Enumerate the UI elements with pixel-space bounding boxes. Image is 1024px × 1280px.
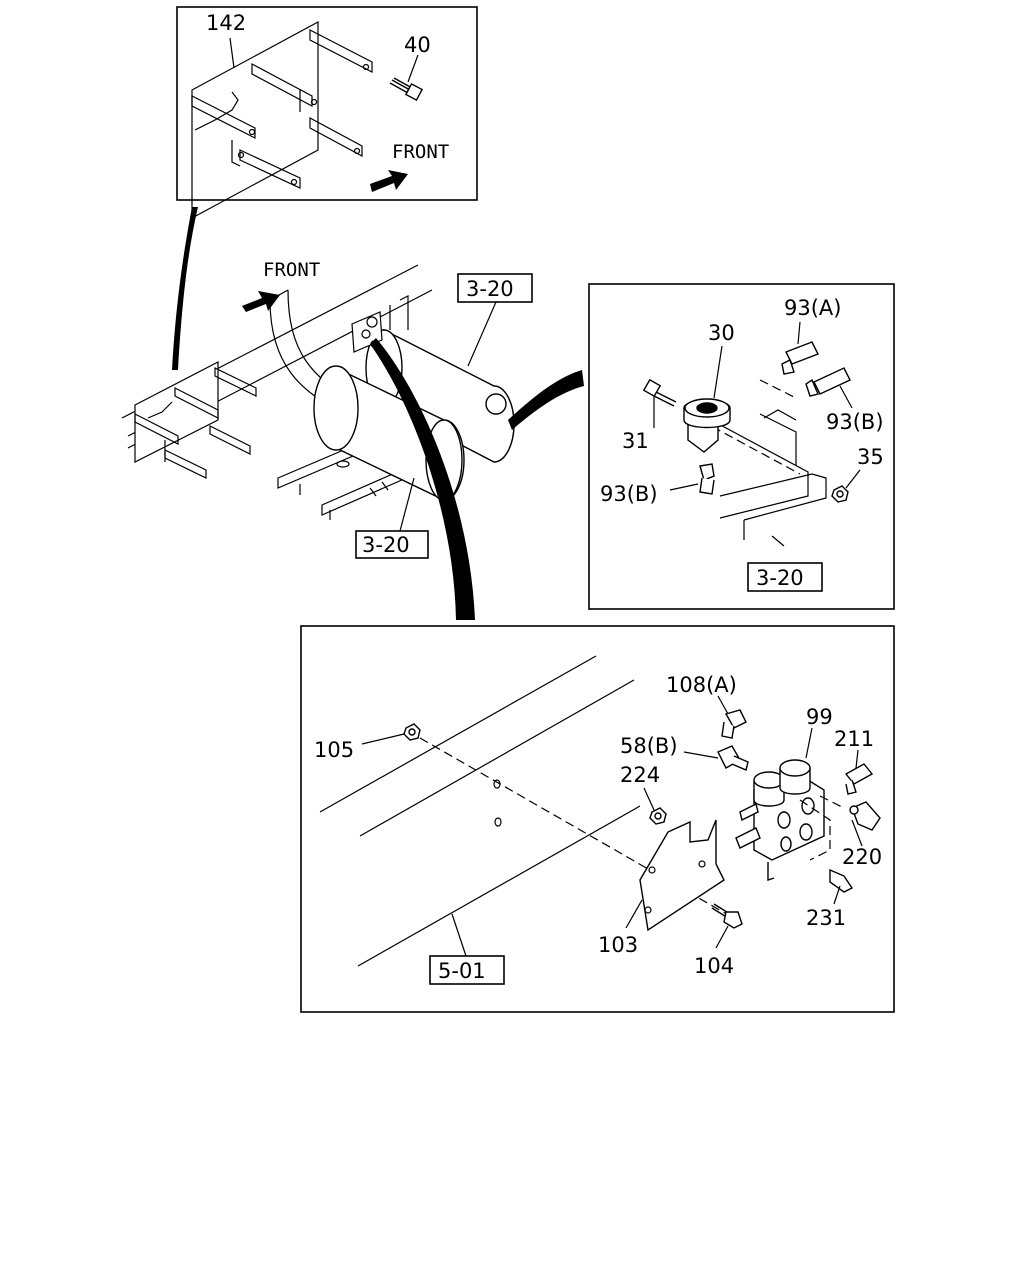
ref-box-right <box>747 562 823 592</box>
inset-bottom-valve: 108(A) 99 211 105 58(B) 224 220 231 103 … <box>300 625 895 1013</box>
callout-curve-bottom <box>370 338 475 620</box>
nut-224 <box>649 807 667 825</box>
fitting-93b-right <box>805 367 851 397</box>
leader-ref-right <box>771 535 785 547</box>
elbow-58b <box>717 745 749 771</box>
label-58b: 58(B) <box>620 734 678 758</box>
ref-bottom-text: 5-01 <box>438 959 486 983</box>
valve-99 <box>735 759 825 881</box>
leader-ref-bottom <box>451 913 467 957</box>
fitting-93a <box>781 341 819 375</box>
ref-box-bottom <box>429 955 505 985</box>
label-93a: 93(A) <box>784 296 841 320</box>
label-31: 31 <box>622 429 649 453</box>
ref-upper-text: 3-20 <box>466 277 514 301</box>
label-front-main: FRONT <box>263 259 320 281</box>
inset-right-frame <box>588 283 895 610</box>
frame-bracket <box>389 295 409 330</box>
right-bracket <box>699 409 809 519</box>
bottom-frame-rails <box>319 655 641 967</box>
leader-35 <box>845 469 861 489</box>
leader-231 <box>833 885 841 905</box>
bracket-drawing <box>191 20 373 220</box>
fitting-231 <box>829 868 854 893</box>
label-40: 40 <box>404 33 431 57</box>
label-93b-right: 93(B) <box>826 410 884 434</box>
leader-93b-right <box>839 385 853 409</box>
callout-curve-top <box>172 207 198 370</box>
fitting-93b-left <box>699 463 715 495</box>
label-108a: 108(A) <box>666 673 737 697</box>
inset-top-bracket: 142 40 FRONT <box>176 6 478 220</box>
leader-224 <box>643 787 655 811</box>
leader-104 <box>715 925 729 949</box>
right-frame-plate <box>719 473 827 540</box>
bracket-hole-3 <box>648 866 656 874</box>
leader-211 <box>855 749 859 769</box>
bolt-31 <box>642 378 677 407</box>
frame-hole-2 <box>494 817 502 827</box>
label-104: 104 <box>694 954 734 978</box>
label-103: 103 <box>598 933 638 957</box>
leader-105 <box>361 733 405 745</box>
valve-30 <box>683 398 731 453</box>
leader-99 <box>805 727 813 759</box>
label-220: 220 <box>842 845 882 869</box>
label-211: 211 <box>834 727 874 751</box>
ref-box-lower: 3-20 <box>355 477 429 559</box>
elbow-108a <box>721 709 747 739</box>
inset-top-frame <box>176 6 478 201</box>
bracket-103 <box>639 819 725 932</box>
leader-108a <box>717 695 729 715</box>
inset-right-valve: 93(A) 30 93(B) 31 35 93(B) 3-20 <box>588 283 895 610</box>
leader-40 <box>407 54 419 83</box>
nut-35 <box>831 485 849 503</box>
label-105: 105 <box>314 738 354 762</box>
valve-dashes <box>799 795 845 861</box>
front-arrow-icon <box>370 170 408 192</box>
label-front-top: FRONT <box>392 141 449 163</box>
label-142: 142 <box>206 11 246 35</box>
label-224: 224 <box>620 763 660 787</box>
nut-105 <box>403 723 421 741</box>
label-93b-left: 93(B) <box>600 482 658 506</box>
leader-93b-left <box>669 483 699 491</box>
label-30: 30 <box>708 321 735 345</box>
label-231: 231 <box>806 906 846 930</box>
callout-curve-right <box>508 370 584 430</box>
leader-93a <box>797 321 801 345</box>
leader-103 <box>625 899 643 929</box>
fitting-220 <box>849 801 881 831</box>
leader-58b <box>683 751 719 759</box>
leader-220 <box>851 819 863 847</box>
fitting-211 <box>844 763 874 795</box>
main-assembly: FRONT <box>121 259 533 559</box>
front-arrow-main-icon <box>242 291 280 312</box>
ref-box-upper: 3-20 <box>457 273 533 367</box>
bracket-hole-2 <box>698 860 706 868</box>
label-35: 35 <box>857 445 884 469</box>
label-99: 99 <box>806 705 833 729</box>
ref-right-text: 3-20 <box>756 566 804 590</box>
ref-lower-text: 3-20 <box>362 533 410 557</box>
bolt-40 <box>389 77 424 102</box>
main-bracket <box>134 361 257 479</box>
bolt-104 <box>711 903 743 929</box>
leader-142 <box>229 37 235 69</box>
leader-30 <box>713 345 723 399</box>
bracket-hole-1 <box>644 906 652 914</box>
